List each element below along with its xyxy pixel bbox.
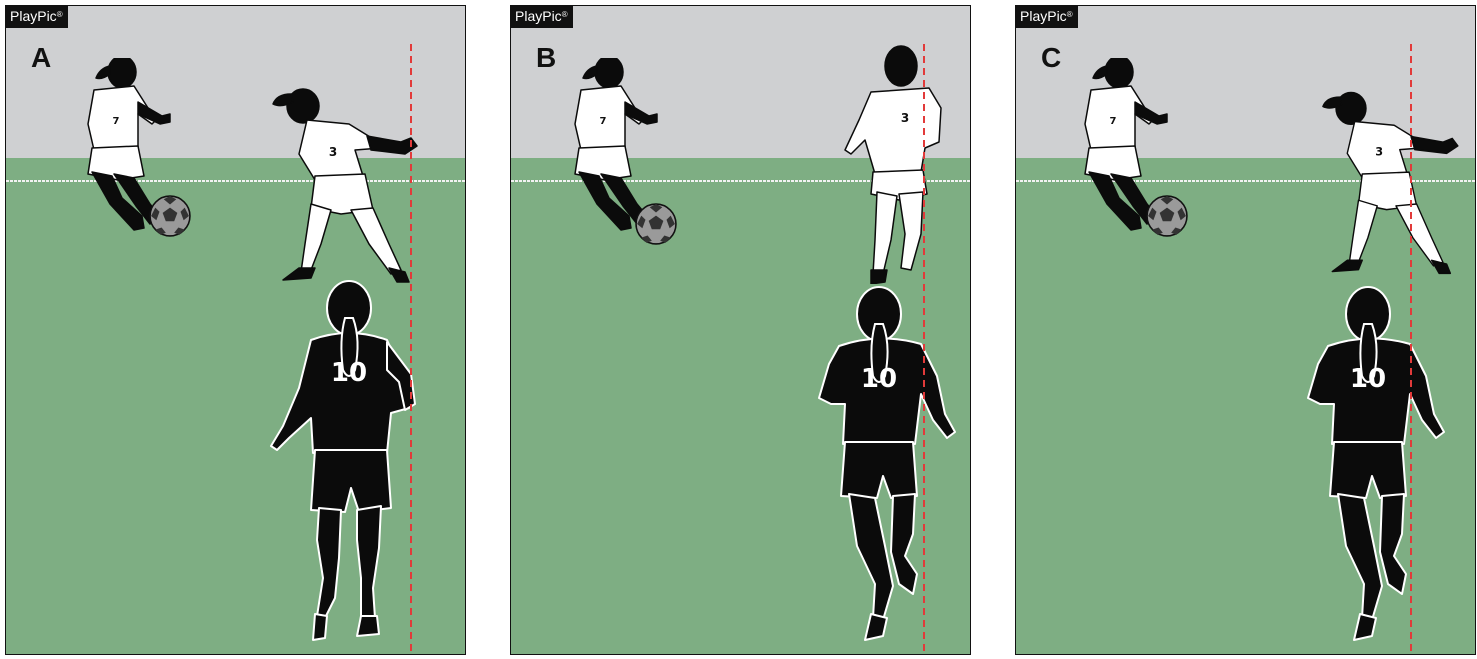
panel-letter: C: [1041, 42, 1062, 73]
ball-icon: [635, 203, 677, 245]
panel-c-scene: [1016, 6, 1475, 654]
ball-icon: [149, 195, 191, 237]
brand-badge: PlayPic®: [1016, 6, 1078, 28]
panel-a-scene: [6, 6, 465, 654]
brand-badge: PlayPic®: [511, 6, 573, 28]
panel-letter: A: [31, 42, 52, 73]
panel-b-scene: [511, 6, 970, 654]
brand-badge: PlayPic®: [6, 6, 68, 28]
play-panel-b: PlayPic® B: [510, 5, 971, 655]
play-panel-c: PlayPic® C: [1015, 5, 1476, 655]
ball-icon: [1146, 195, 1188, 237]
play-panel-a: PlayPic® A: [5, 5, 466, 655]
panel-letter: B: [536, 42, 557, 73]
